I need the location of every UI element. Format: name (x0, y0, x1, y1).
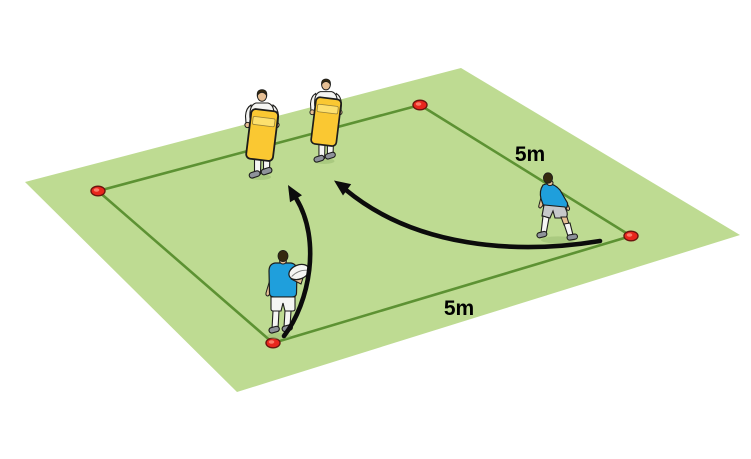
rugby-ball-seam (291, 269, 308, 277)
left-shoe (268, 325, 280, 334)
ball-carrier (265, 250, 310, 340)
shorts (541, 204, 568, 219)
distance-label-bottom: 5m (444, 297, 474, 320)
run-arrow-right-head (334, 180, 352, 196)
run-arrow-right (334, 180, 603, 250)
run-arrow-left (281, 185, 313, 339)
player-shadow (541, 236, 575, 244)
cone-bottom (265, 337, 281, 349)
head-back (277, 250, 289, 262)
cone-top (412, 99, 428, 111)
run-arrow-right-shaft (343, 187, 603, 250)
right-shoe (566, 233, 579, 241)
run-arrow-left-shaft (281, 196, 313, 339)
run-arrow-left-head (288, 185, 302, 203)
cone-right (623, 230, 639, 242)
left-shoe (536, 230, 548, 239)
defender-right (536, 172, 579, 244)
shorts (270, 296, 296, 312)
distance-label-top-right: 5m (515, 143, 545, 166)
cone-left (90, 185, 106, 197)
pitch-surface (25, 68, 740, 392)
head-back (543, 172, 553, 184)
